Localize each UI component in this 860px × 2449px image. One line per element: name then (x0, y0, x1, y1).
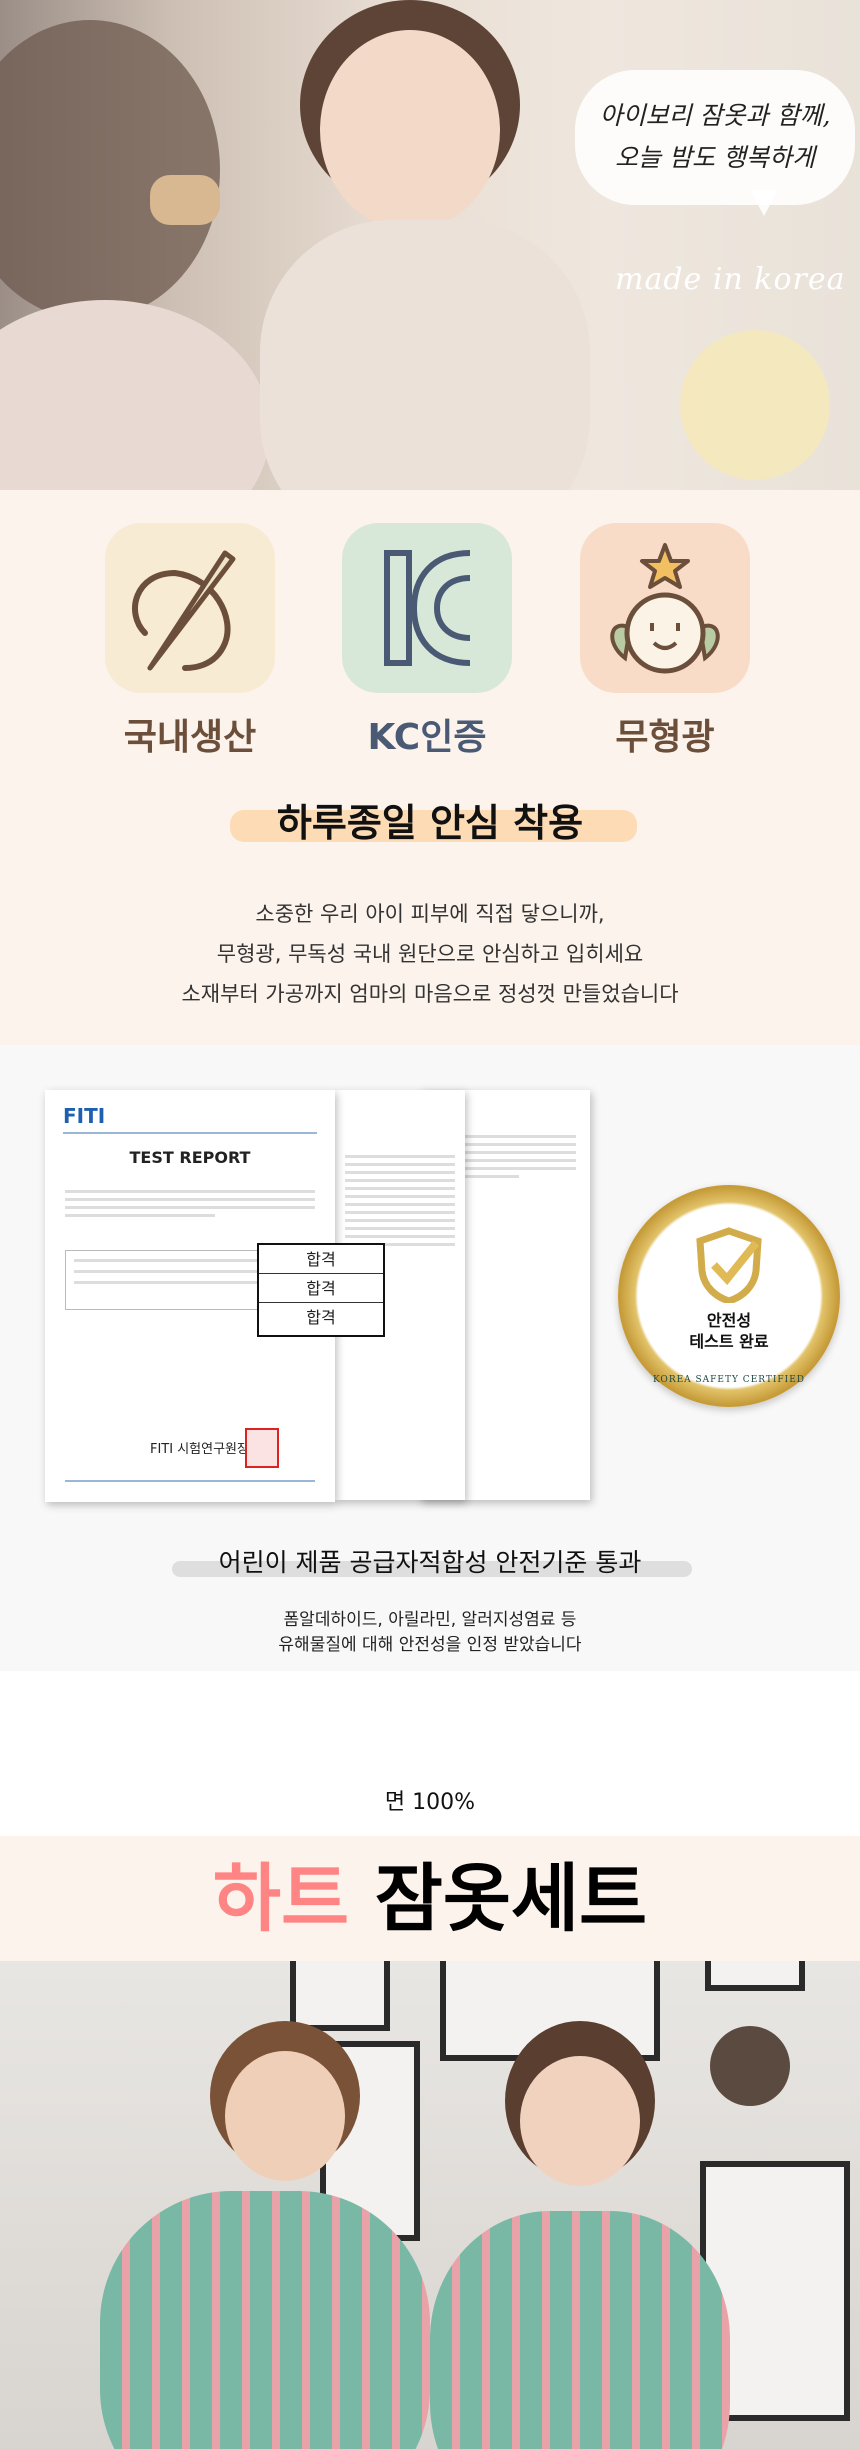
test-report-title: TEST REPORT (129, 1148, 251, 1167)
feature-label-non-fluorescent: 무형광 (615, 717, 715, 758)
features-section: 국내생산 KC인증 무형광 하루종일 안심 착용 소중한 우리 아이 피부에 직… (0, 490, 860, 1045)
badge-ring-text: KOREA SAFETY CERTIFIED (652, 1375, 806, 1385)
test-report-section: FITI TEST REPORT FITI 시험연구원장 합격 합격 합격 안전… (0, 1045, 860, 1671)
report-title: 어린이 제품 공급자적합성 안전기준 통과 (218, 1548, 642, 1577)
header-rule (63, 1132, 317, 1134)
kc-mark-icon (342, 523, 512, 693)
hero-photo: 아이보리 잠옷과 함께, 오늘 밤도 행복하게 made in korea (0, 0, 860, 490)
wall-frame (290, 1961, 390, 2031)
wall-frame (705, 1961, 805, 1991)
speech-bubble: 아이보리 잠옷과 함께, 오늘 밤도 행복하게 (575, 70, 855, 205)
official-seal (245, 1428, 279, 1468)
report-title-highlight (172, 1561, 692, 1577)
badge-line-2: 테스트 완료 (689, 1332, 769, 1351)
report-line-2: 유해물질에 대해 안전성을 인정 받았습니다 (278, 1635, 582, 1655)
badge-line-1: 안전성 (706, 1311, 752, 1330)
feature-label-domestic: 국내생산 (123, 717, 257, 758)
flower (680, 330, 830, 480)
hair-clip (150, 175, 220, 225)
feature-label-kc: KC인증 (367, 717, 487, 758)
made-in-korea-text: made in korea (615, 262, 846, 297)
boy-heart-pajama (100, 2191, 430, 2449)
product-photo (0, 1961, 860, 2449)
safety-title: 하루종일 안심 착용 (276, 801, 584, 845)
shield-check-icon (696, 1227, 762, 1303)
result-1: 합격 (259, 1245, 383, 1274)
safety-badge: 안전성 테스트 완료 KOREA SAFETY CERTIFIED (618, 1185, 840, 1407)
girl-heart-pajama (430, 2211, 730, 2449)
safety-line-2: 무형광, 무독성 국내 원단으로 안심하고 입히세요 (216, 942, 644, 966)
safety-line-3: 소재부터 가공까지 엄마의 마음으로 정성껏 만들었습니다 (181, 982, 679, 1006)
result-3: 합격 (306, 1308, 336, 1327)
product-title-band: 하트 잠옷세트 (0, 1836, 860, 1961)
speech-bubble-tail (750, 190, 778, 216)
issuer-name: FITI 시험연구원장 (150, 1442, 249, 1457)
smiley-sprout-icon (580, 523, 750, 693)
speech-line-1: 아이보리 잠옷과 함께, (599, 101, 831, 130)
photographer-mirror (710, 2026, 790, 2106)
report-line-1: 폼알데하이드, 아릴라민, 알러지성염료 등 (283, 1610, 577, 1630)
child-back-hair (0, 20, 220, 320)
report-page-1: FITI TEST REPORT FITI 시험연구원장 (45, 1090, 335, 1502)
safety-line-1: 소중한 우리 아이 피부에 직접 닿으니까, (255, 902, 605, 926)
title-highlight (230, 810, 637, 842)
product-title-rest: 잠옷세트 (374, 1856, 648, 1942)
material-text: 면 100% (384, 1790, 476, 1815)
girl-pajama (260, 220, 590, 490)
result-callout: 합격 합격 합격 (257, 1243, 385, 1337)
child-back-shoulder (0, 300, 270, 490)
fiti-logo: FITI (63, 1104, 106, 1128)
report-details (65, 1185, 315, 1222)
speech-line-2: 오늘 밤도 행복하게 (615, 143, 815, 172)
product-title-accent: 하트 (212, 1856, 350, 1942)
needle-thread-icon (105, 523, 275, 693)
boy-face (225, 2051, 345, 2181)
footer-rule (65, 1480, 315, 1482)
girl-face (320, 30, 500, 230)
girl-face (520, 2056, 640, 2186)
product-title: 하트 잠옷세트 (0, 1854, 860, 1944)
result-2: 합격 (259, 1274, 383, 1303)
